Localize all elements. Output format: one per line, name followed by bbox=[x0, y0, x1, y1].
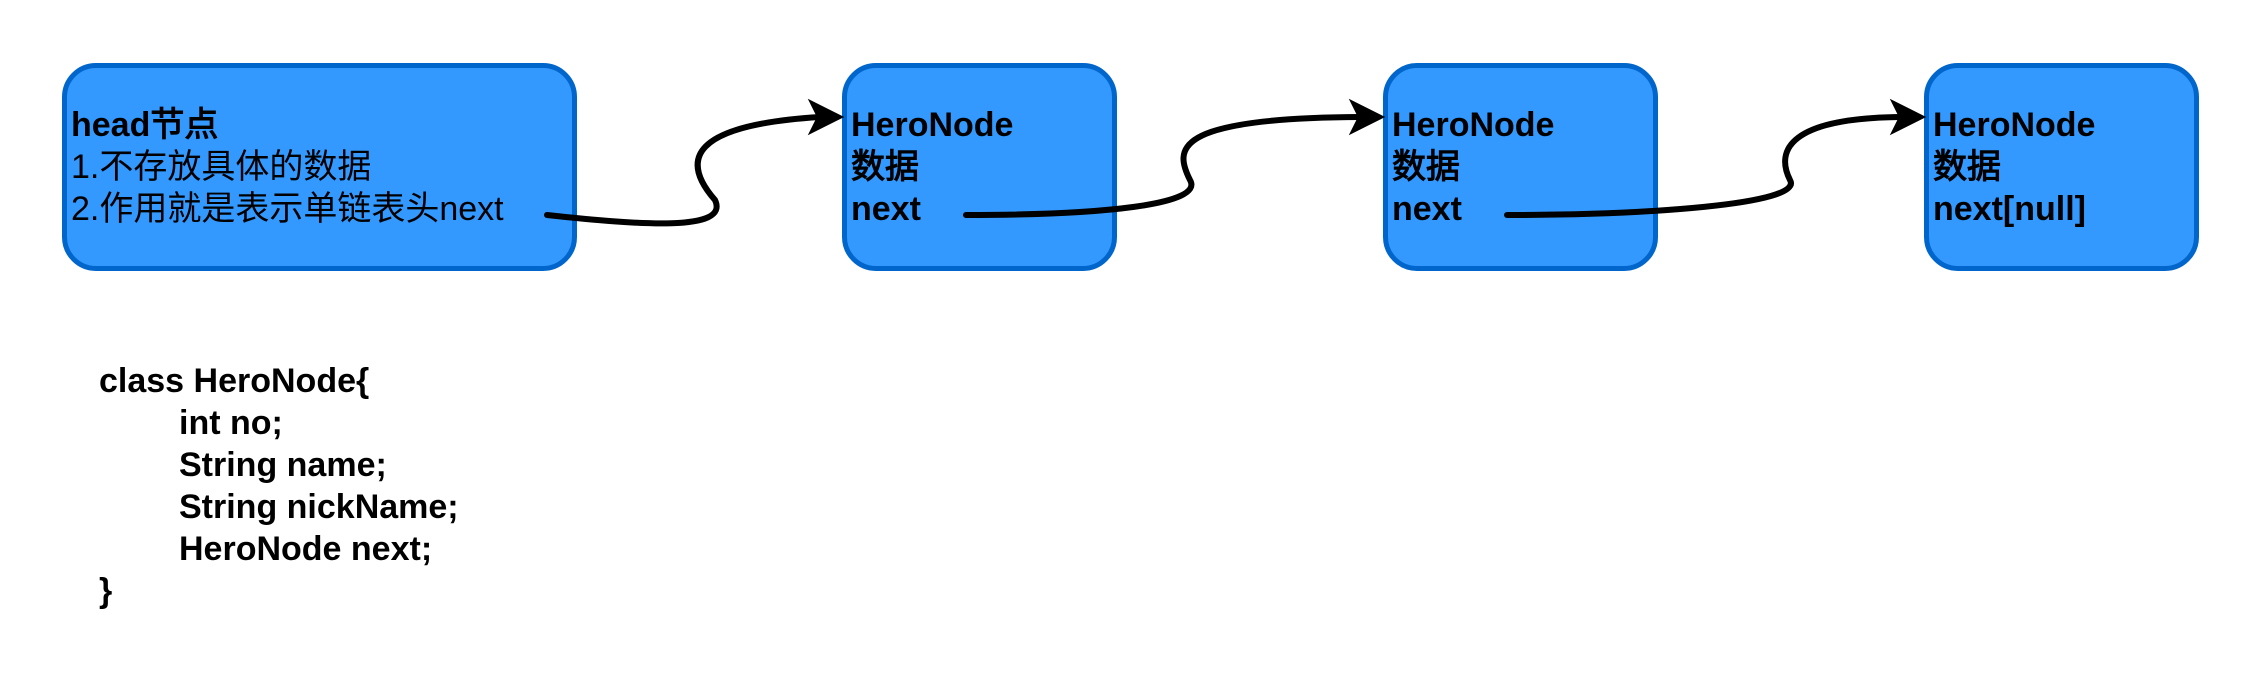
code-closing-brace: } bbox=[99, 572, 113, 610]
hero-node-2: HeroNode 数据 next bbox=[1383, 63, 1658, 271]
code-field-no: int no; bbox=[179, 404, 283, 442]
arrow-node2-to-node3-tip bbox=[1889, 98, 1927, 136]
hero-node-1-next: next bbox=[851, 190, 921, 228]
hero-node-class-code: class HeroNode{ int no; String name; Str… bbox=[99, 360, 459, 612]
hero-node-1-data: 数据 bbox=[851, 148, 919, 186]
head-node-desc-1: 1.不存放具体的数据 bbox=[71, 148, 372, 186]
head-node: head节点 1.不存放具体的数据 2.作用就是表示单链表头next bbox=[62, 63, 577, 271]
code-class-declaration: class HeroNode{ bbox=[99, 362, 370, 400]
hero-node-2-type: HeroNode bbox=[1392, 106, 1555, 144]
hero-node-2-data: 数据 bbox=[1392, 148, 1460, 186]
hero-node-1: HeroNode 数据 next bbox=[842, 63, 1117, 271]
hero-node-2-next: next bbox=[1392, 190, 1462, 228]
arrow-head-to-node1 bbox=[544, 98, 845, 227]
head-node-desc-2: 2.作用就是表示单链表头next bbox=[71, 190, 504, 228]
code-field-next: HeroNode next; bbox=[179, 530, 433, 568]
hero-node-1-type: HeroNode bbox=[851, 106, 1014, 144]
code-field-name: String name; bbox=[179, 446, 387, 484]
head-node-title: head节点 bbox=[71, 106, 219, 144]
hero-node-3-data: 数据 bbox=[1933, 148, 2001, 186]
arrow-head-to-node1-line bbox=[544, 114, 823, 227]
hero-node-3-type: HeroNode bbox=[1933, 106, 2096, 144]
arrow-node1-to-node2-tip bbox=[1348, 98, 1386, 136]
hero-node-3: HeroNode 数据 next[null] bbox=[1924, 63, 2199, 271]
hero-node-3-next: next[null] bbox=[1933, 190, 2086, 228]
code-field-nickname: String nickName; bbox=[179, 488, 459, 526]
arrow-head-to-node1-tip bbox=[807, 98, 845, 136]
